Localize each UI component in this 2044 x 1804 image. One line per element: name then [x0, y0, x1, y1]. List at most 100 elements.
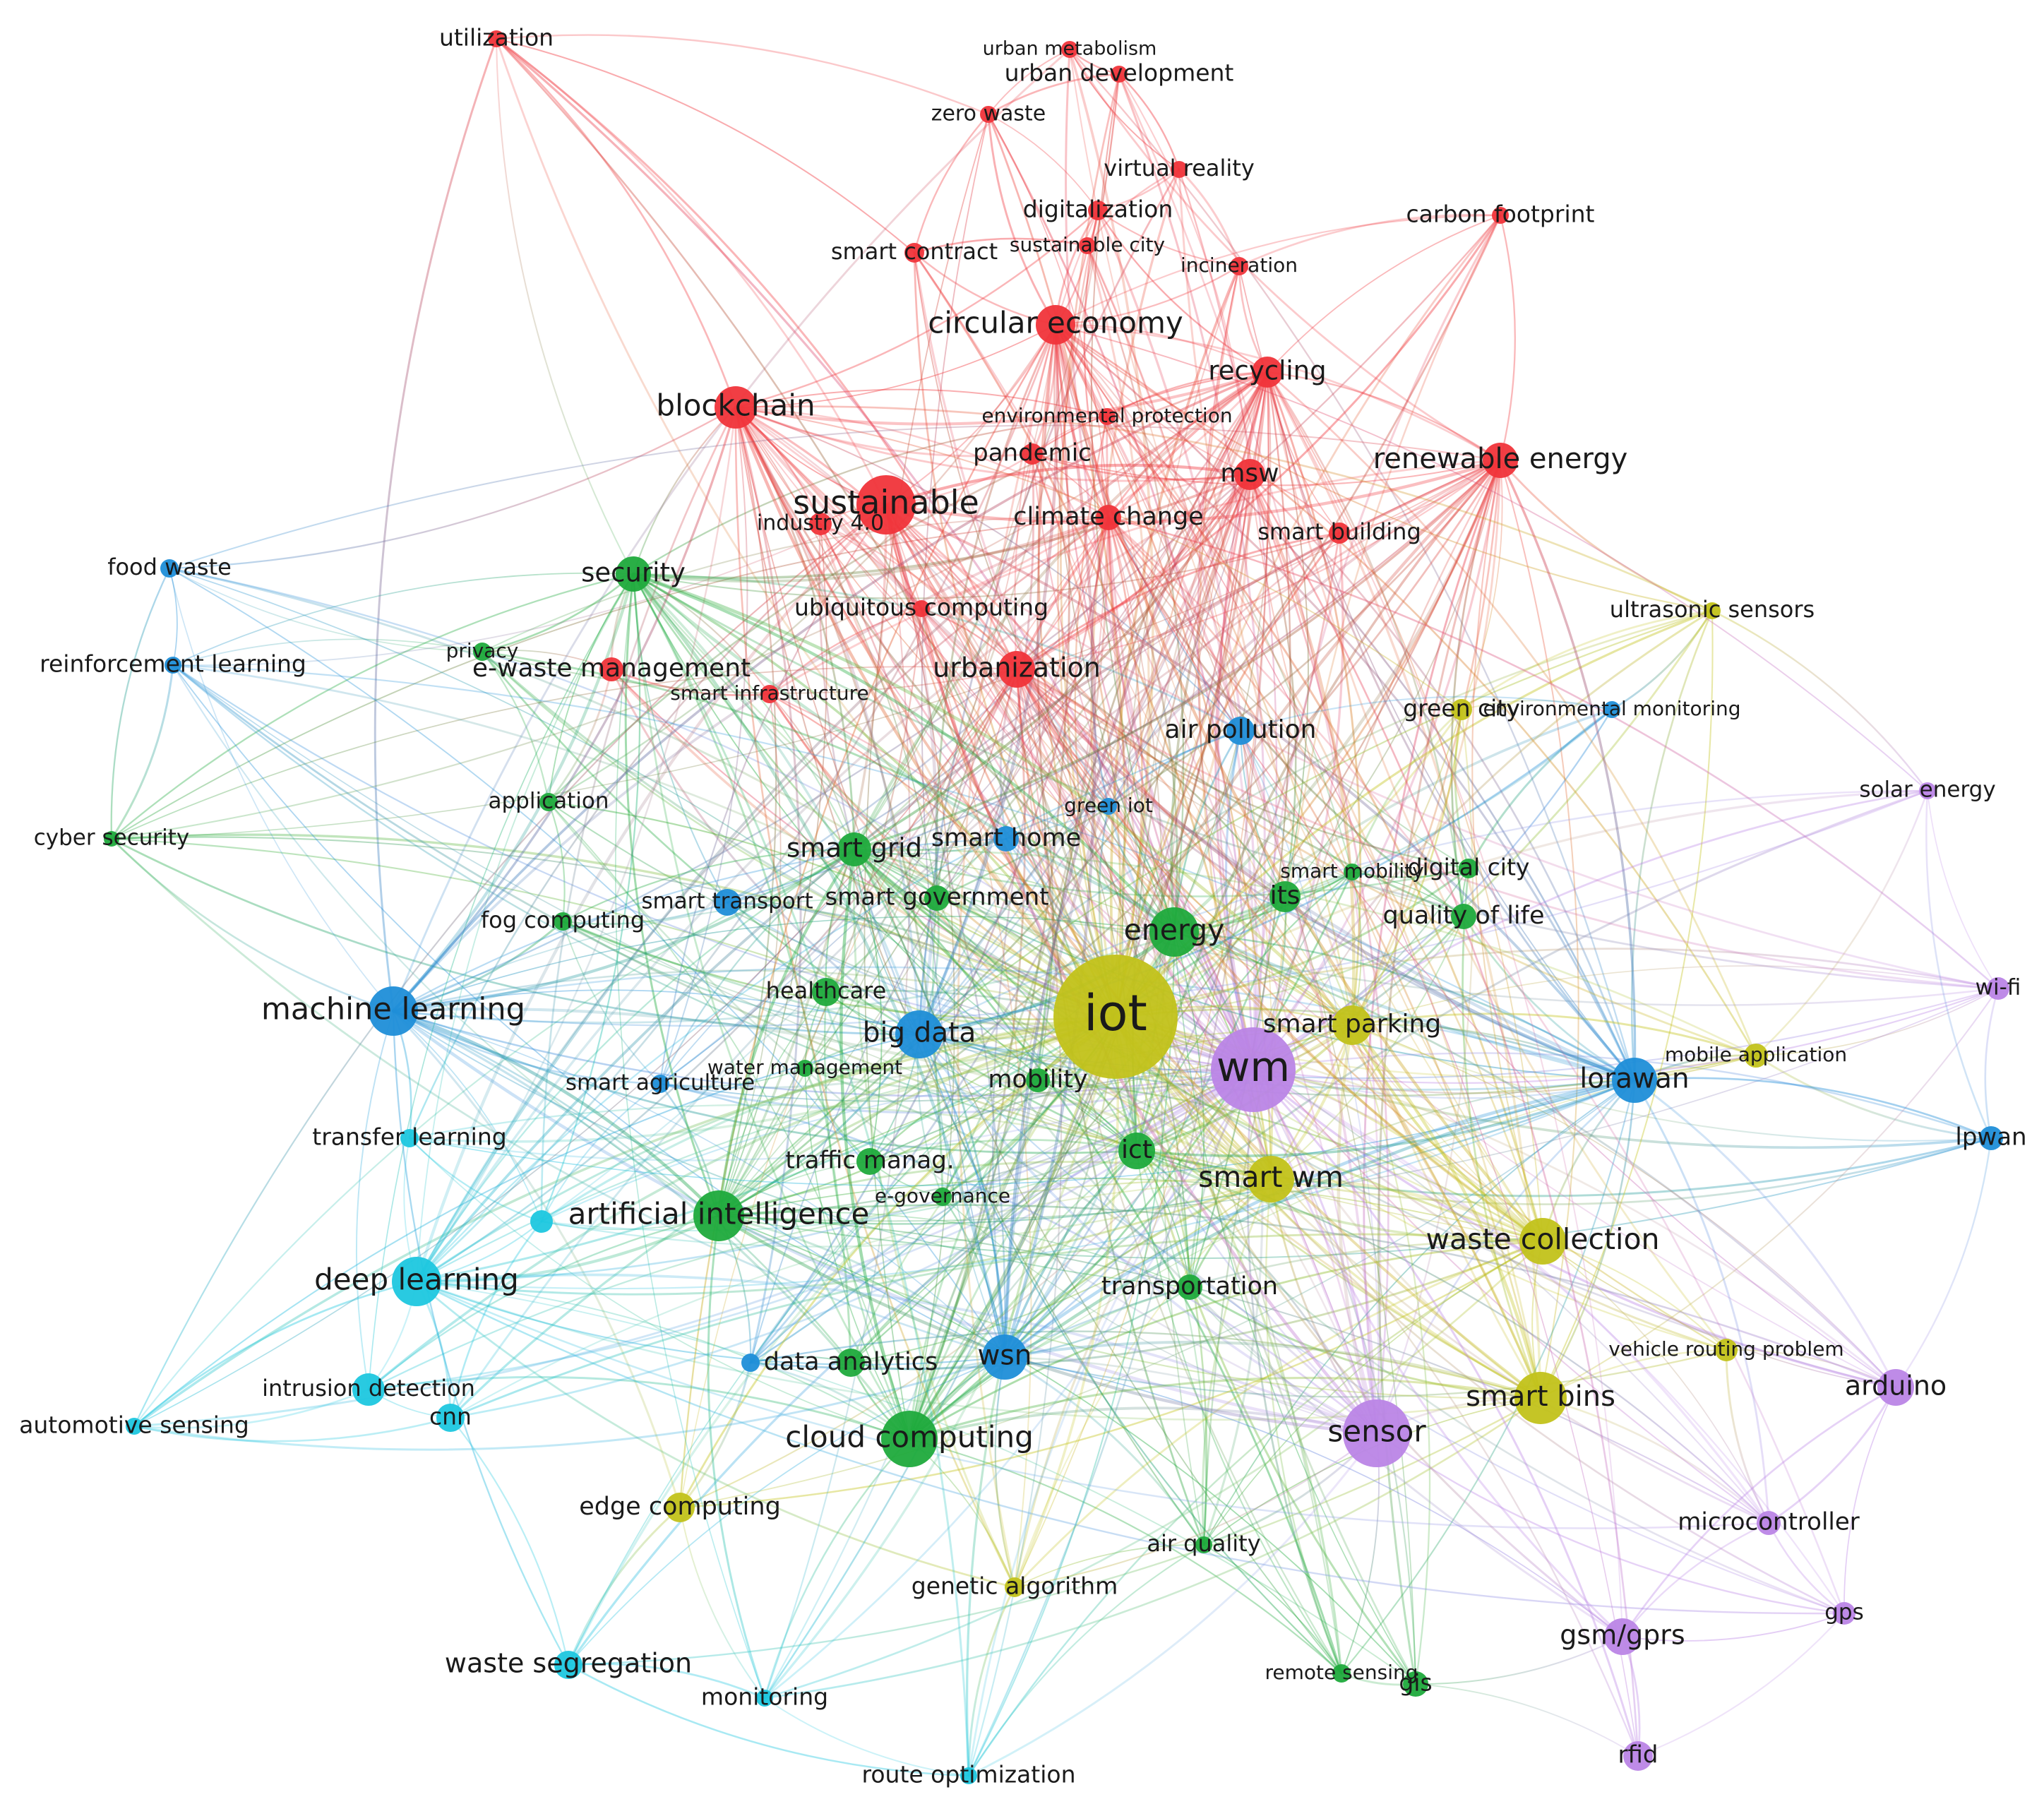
node-ict[interactable] [1118, 1133, 1155, 1169]
node-zero_waste[interactable] [980, 106, 997, 123]
node-mobility[interactable] [1026, 1068, 1050, 1092]
node-water_management[interactable] [796, 1060, 813, 1077]
node-security[interactable] [616, 556, 651, 592]
node-air_quality[interactable] [1195, 1536, 1212, 1553]
node-transportation[interactable] [1177, 1274, 1202, 1300]
node-pandemic[interactable] [1022, 443, 1043, 465]
node-automotive_sensing[interactable] [126, 1418, 143, 1435]
node-remote_sensing[interactable] [1332, 1664, 1351, 1683]
node-digitalization[interactable] [1088, 201, 1108, 220]
node-smart_building[interactable] [1329, 522, 1350, 544]
node-renewable_energy[interactable] [1483, 443, 1518, 478]
node-smart_parking[interactable] [1332, 1005, 1372, 1045]
node-intrusion_detection[interactable] [352, 1373, 385, 1406]
node-microcontroller[interactable] [1757, 1511, 1781, 1535]
node-wi_fi[interactable] [1987, 977, 2009, 1000]
node-smart_government[interactable] [924, 885, 950, 911]
node-healthcare[interactable] [812, 978, 840, 1006]
node-genetic_algorithm[interactable] [1005, 1577, 1024, 1597]
node-urbanization[interactable] [998, 651, 1035, 688]
node-environmental_protection[interactable] [1099, 408, 1116, 425]
node-route_optimization[interactable] [960, 1767, 977, 1784]
node-gps[interactable] [1833, 1602, 1855, 1625]
edge-deep_learning-circular_economy [415, 323, 1057, 1283]
node-reinforcement_learning[interactable] [165, 657, 181, 674]
node-energy[interactable] [1149, 907, 1199, 957]
node-lpwan[interactable] [1979, 1126, 2003, 1150]
node-transfer_learning[interactable] [400, 1129, 419, 1147]
node-smart_transport[interactable] [714, 889, 741, 916]
node-climate_change[interactable] [1096, 505, 1121, 530]
node-carbon_footprint[interactable] [1492, 207, 1509, 224]
node-digital_city[interactable] [1459, 859, 1478, 878]
node-application[interactable] [539, 793, 558, 811]
node-green_iot[interactable] [1100, 798, 1117, 815]
node-utilization[interactable] [488, 30, 505, 47]
node-waste_segregation[interactable] [554, 1651, 582, 1679]
node-edge_computing[interactable] [665, 1493, 695, 1522]
node-fog_computing[interactable] [554, 912, 572, 931]
edge-machine_learning-fog_computing [392, 920, 564, 1012]
node-recycling[interactable] [1252, 357, 1283, 388]
node-environmental_monitoring[interactable] [1603, 701, 1620, 718]
node-sustainable[interactable] [856, 475, 916, 534]
node-incineration[interactable] [1230, 257, 1248, 275]
node-deep_learning[interactable] [392, 1257, 441, 1306]
node-machine_learning[interactable] [369, 986, 418, 1036]
node-mobile_application[interactable] [1744, 1044, 1768, 1068]
node-privacy[interactable] [473, 643, 491, 661]
node-monitoring[interactable] [756, 1690, 773, 1707]
node-food_waste[interactable] [160, 559, 179, 578]
edge-arduino-smart_parking [1351, 1025, 1896, 1388]
edge-wsn-waste_collection [1003, 1240, 1544, 1358]
node-vehicle_routing[interactable] [1715, 1339, 1738, 1361]
node-smart_contract[interactable] [904, 243, 924, 263]
node-smart_bins[interactable] [1514, 1372, 1567, 1424]
node-artificial_intelligence[interactable] [693, 1190, 744, 1241]
node-data_analytics[interactable] [837, 1349, 865, 1377]
node-ubiquitous_computing[interactable] [913, 600, 930, 617]
node-smart_mobility[interactable] [1344, 864, 1361, 880]
node-urban_metabolism[interactable] [1061, 41, 1078, 58]
node-cloud_computing[interactable] [881, 1411, 938, 1467]
node-smart_infrastructure[interactable] [760, 685, 779, 703]
node-big_data[interactable] [895, 1010, 943, 1058]
node-smart_wm[interactable] [1248, 1156, 1294, 1202]
node-lorawan[interactable] [1612, 1058, 1657, 1103]
node-traffic_manag[interactable] [856, 1148, 883, 1175]
node-sustainable_city[interactable] [1079, 237, 1096, 254]
node-quality_of_life[interactable] [1451, 904, 1476, 929]
node-circular_economy[interactable] [1036, 305, 1075, 345]
node-air_pollution[interactable] [1226, 717, 1255, 745]
node-ai_dot[interactable] [530, 1210, 553, 1233]
node-urban_development[interactable] [1111, 66, 1128, 83]
node-msw[interactable] [1234, 459, 1265, 490]
edge-route_optimization-energy [967, 931, 1176, 1777]
node-data_analytics_dot[interactable] [741, 1354, 760, 1372]
node-cyber_security[interactable] [104, 831, 119, 847]
node-ultrasonic_sensors[interactable] [1704, 602, 1721, 619]
node-arduino[interactable] [1877, 1369, 1914, 1406]
node-sensor[interactable] [1343, 1399, 1411, 1467]
node-smart_agriculture[interactable] [651, 1075, 669, 1093]
node-virtual_reality[interactable] [1171, 161, 1188, 178]
node-solar_energy[interactable] [1919, 782, 1936, 799]
node-waste_collection[interactable] [1519, 1218, 1566, 1265]
node-e_waste_management[interactable] [599, 657, 623, 681]
node-wsn[interactable] [982, 1334, 1027, 1380]
node-gsm_gprs[interactable] [1604, 1618, 1641, 1655]
node-cnn[interactable] [436, 1404, 465, 1432]
node-its[interactable] [1269, 881, 1301, 912]
node-blockchain[interactable] [715, 386, 757, 429]
node-rfid[interactable] [1623, 1741, 1653, 1771]
node-wm[interactable] [1211, 1027, 1296, 1112]
node-green_city[interactable] [1451, 699, 1472, 720]
node-industry_4[interactable] [809, 513, 832, 535]
edge-remote_sensing-urbanization [1015, 668, 1343, 1675]
edge-air_pollution-blockchain [735, 407, 1241, 731]
node-gis[interactable] [1403, 1671, 1428, 1697]
node-iot[interactable] [1053, 955, 1178, 1079]
node-smart_grid[interactable] [837, 832, 871, 866]
node-e_governance[interactable] [933, 1188, 952, 1206]
node-smart_home[interactable] [993, 826, 1019, 852]
